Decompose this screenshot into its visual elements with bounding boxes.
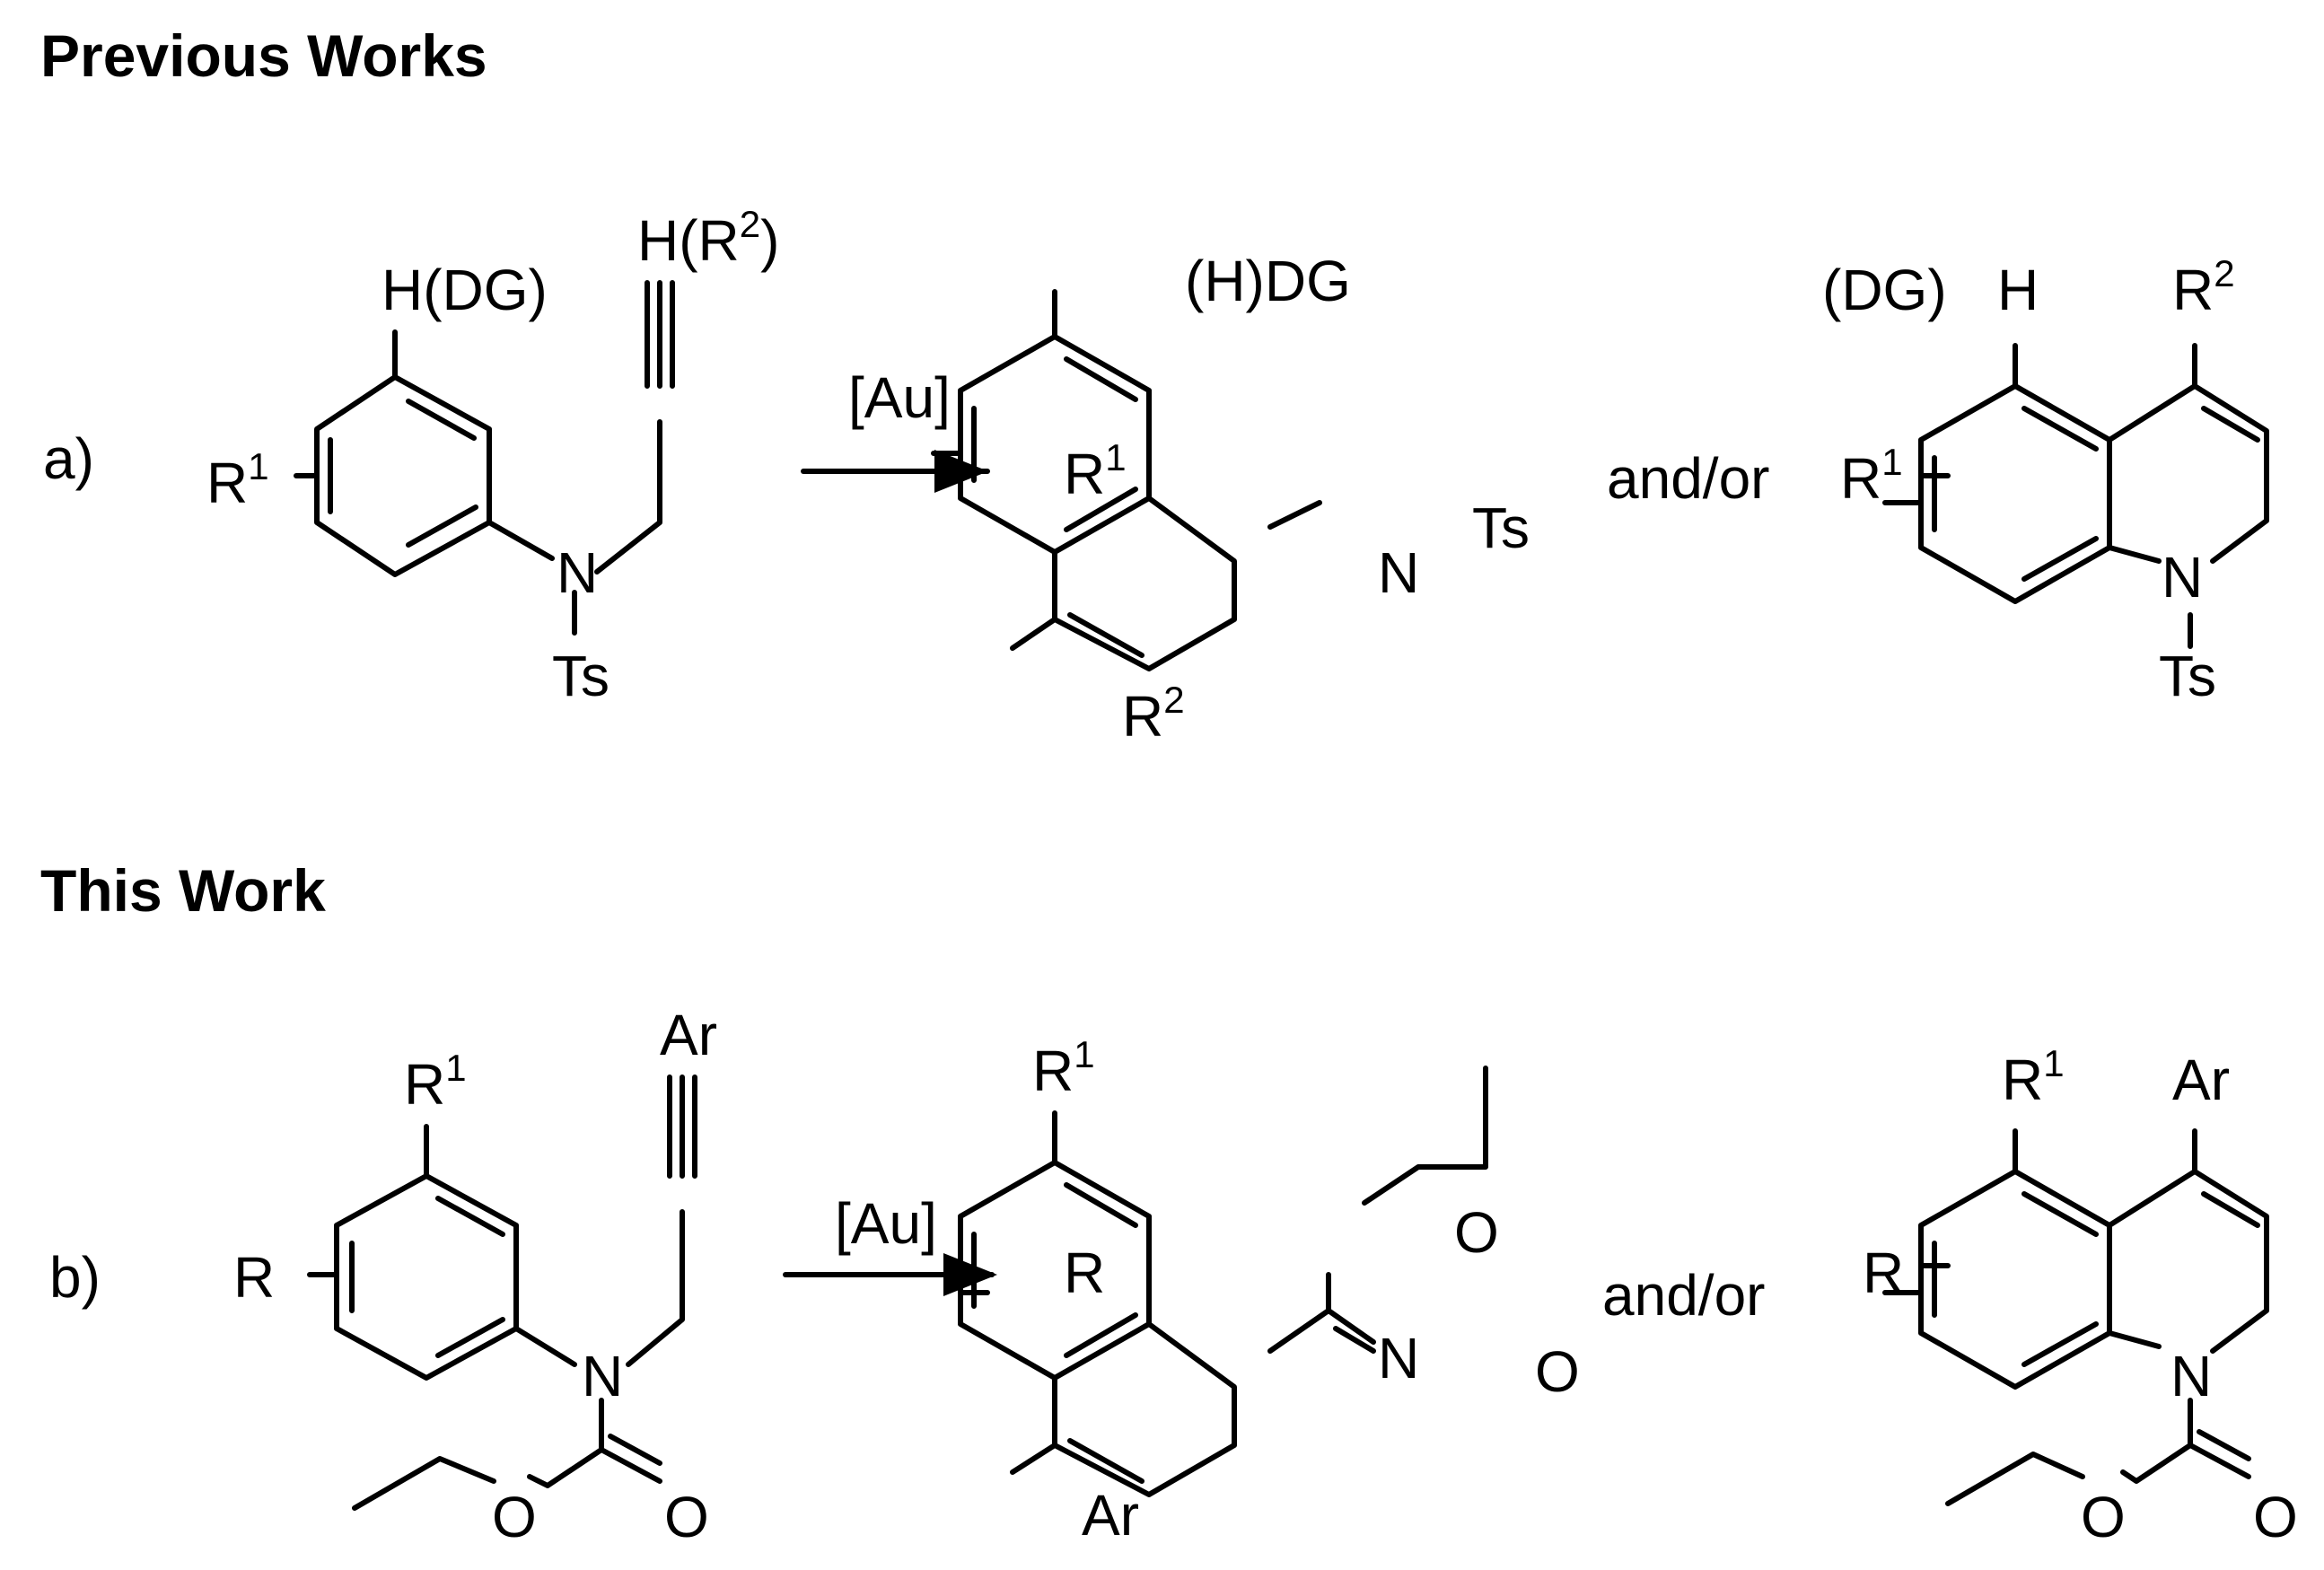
- product-b2-o2: O: [2253, 1485, 2298, 1549]
- reactant-b-ar: Ar: [660, 1003, 717, 1067]
- reactant-a-substituent: R1: [206, 445, 269, 515]
- product-a2-nitrogen: N: [2162, 545, 2203, 610]
- product-b2-ar: Ar: [2172, 1048, 2230, 1112]
- product-a2: (DG) H R2 R1 N Ts: [1822, 252, 2269, 708]
- product-b2-nitrogen: N: [2171, 1344, 2212, 1408]
- product-b1-substituent: R: [1064, 1241, 1105, 1305]
- product-b1-ar: Ar: [1082, 1483, 1139, 1548]
- reactant-a-top-h: H(DG): [381, 258, 548, 322]
- product-a1-ts: Ts: [1472, 496, 1530, 560]
- reactant-a-nitrogen: N: [557, 540, 598, 605]
- product-b1-o2: O: [1535, 1339, 1580, 1404]
- product-a2-h: H: [1997, 258, 2039, 322]
- product-a2-substituent: R1: [1840, 441, 1903, 511]
- reactant-b-substituent: R: [233, 1245, 275, 1310]
- reactant-a-ts: Ts: [552, 644, 610, 708]
- product-a1-r2: R2: [1122, 679, 1185, 749]
- product-a2-dg: (DG): [1822, 258, 1947, 322]
- product-a1-substituent: R1: [1064, 436, 1127, 506]
- product-a1-top: (H)DG: [1185, 249, 1351, 313]
- product-b2-o1: O: [2081, 1485, 2126, 1549]
- product-a2-bonds: [1882, 343, 2269, 649]
- product-a2-r2: R2: [2172, 252, 2235, 322]
- reactant-b-r1: R1: [404, 1047, 467, 1117]
- product-a1-nitrogen: N: [1378, 540, 1419, 605]
- product-b2: R1 Ar R N O O: [1863, 1042, 2298, 1549]
- product-a1: (H)DG R1 N Ts R2: [931, 249, 1530, 749]
- product-a1-bonds: [931, 289, 1322, 671]
- row-a-label: a): [43, 426, 94, 491]
- row-b-label: b): [49, 1245, 101, 1310]
- product-b1-o1: O: [1454, 1200, 1499, 1265]
- product-b1-r1: R1: [1032, 1033, 1095, 1103]
- reactant-a-bonds: [294, 280, 675, 636]
- row-a-reagent: [Au]: [848, 365, 951, 430]
- row-a-and-or: and/or: [1607, 446, 1769, 511]
- row-b-reagent: [Au]: [835, 1191, 937, 1256]
- header-previous-works: Previous Works: [40, 22, 487, 89]
- reactant-b-o1: O: [492, 1485, 537, 1549]
- product-b1-nitrogen: N: [1378, 1326, 1419, 1390]
- product-a2-ts: Ts: [2159, 644, 2216, 708]
- reactant-a: H(DG) H(R2) R1 N Ts: [206, 203, 779, 708]
- header-this-work: This Work: [40, 857, 326, 924]
- row-b-and-or: and/or: [1602, 1263, 1765, 1328]
- reactant-b-o2: O: [664, 1485, 709, 1549]
- product-b1: R1 R N O O Ar: [931, 1033, 1580, 1548]
- reactant-b-bonds: [307, 1074, 697, 1511]
- reactant-a-alkyne-end: H(R2): [637, 203, 779, 273]
- product-b1-bonds: [931, 1066, 1488, 1497]
- reactant-b-nitrogen: N: [582, 1344, 623, 1408]
- product-b2-bonds: [1882, 1128, 2269, 1506]
- product-b2-substituent: R: [1863, 1241, 1904, 1305]
- reactant-b: R1 Ar R N O O: [233, 1003, 717, 1549]
- product-b2-r1: R1: [2002, 1042, 2065, 1112]
